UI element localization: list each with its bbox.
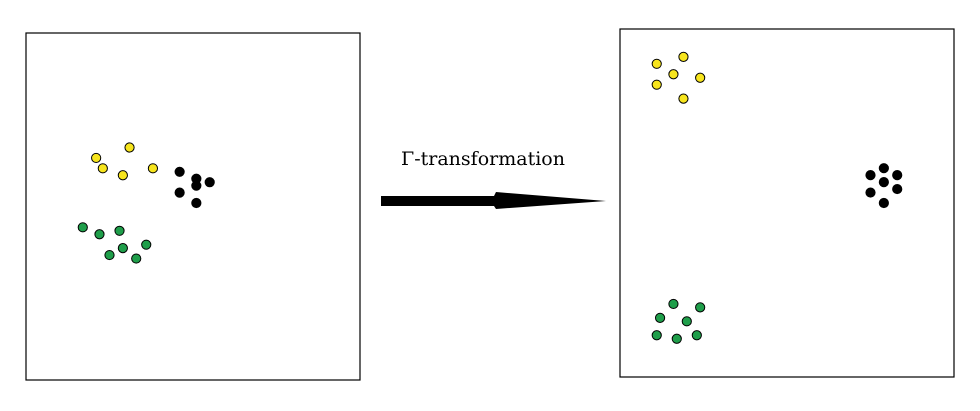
point-black [174, 187, 185, 198]
point-yellow [651, 79, 662, 90]
point-black [878, 177, 889, 188]
point-yellow [668, 69, 679, 80]
point-black [865, 187, 876, 198]
point-green [668, 298, 679, 310]
point-green [104, 249, 115, 261]
point-black [892, 170, 903, 181]
point-yellow [91, 152, 102, 164]
point-yellow [97, 163, 108, 174]
point-yellow [651, 58, 662, 69]
point-green [671, 333, 682, 344]
point-yellow [695, 72, 706, 83]
point-black [865, 170, 876, 181]
point-black [204, 177, 215, 188]
point-yellow [117, 170, 128, 181]
point-green [651, 330, 662, 341]
arrow-caption: Γ-transformation [401, 148, 565, 170]
point-yellow [124, 142, 135, 153]
point-green [77, 222, 88, 233]
point-green [681, 316, 692, 327]
point-green [654, 312, 666, 323]
point-black [174, 166, 185, 177]
point-black [191, 173, 202, 184]
point-yellow [678, 51, 689, 62]
point-black [892, 183, 903, 195]
point-green [691, 330, 702, 341]
point-green [94, 229, 105, 240]
point-green [117, 243, 128, 254]
point-yellow [147, 163, 159, 174]
panel-after-frame [619, 28, 955, 378]
point-green [695, 302, 706, 313]
point-green [114, 225, 125, 236]
panel-after [619, 28, 955, 378]
arrow-shape [381, 192, 606, 209]
point-black [191, 197, 202, 209]
point-black [878, 163, 889, 174]
point-black [878, 197, 889, 209]
transformation-arrow: Γ-transformation [381, 148, 606, 209]
panel-before [25, 32, 361, 381]
panel-before-points [77, 142, 215, 264]
point-yellow [678, 93, 689, 104]
point-green [131, 253, 142, 264]
point-green [141, 239, 152, 250]
panel-after-points [651, 51, 903, 344]
